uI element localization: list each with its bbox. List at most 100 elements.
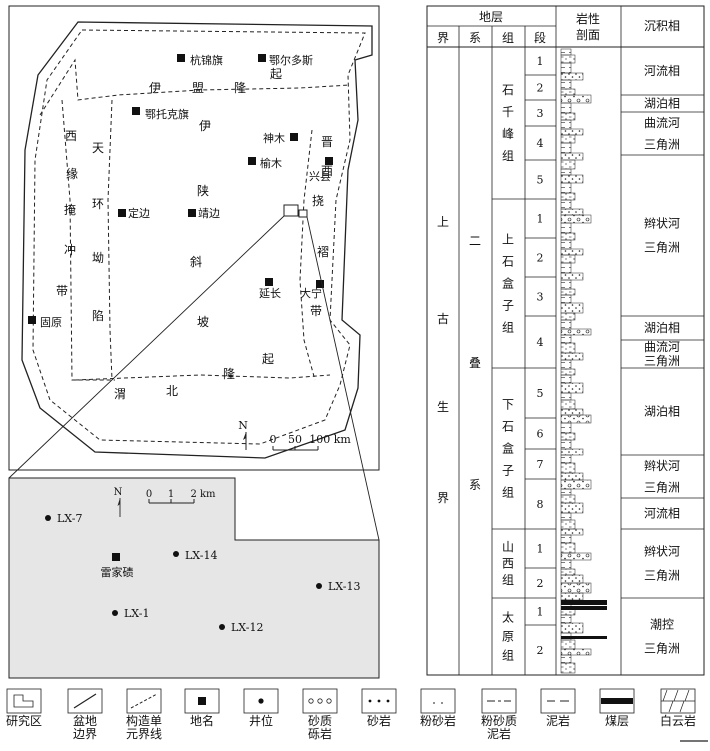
lithology-bed bbox=[560, 654, 572, 664]
facies-label: 曲流河 bbox=[644, 116, 680, 130]
western-thrust-belt-label-char: 缘 bbox=[66, 167, 78, 181]
lithology-bed bbox=[560, 312, 576, 321]
formation-char: 组 bbox=[502, 573, 514, 587]
coal-seam-icon bbox=[599, 688, 635, 714]
lithology-bed bbox=[560, 528, 584, 536]
well-dot-icon bbox=[243, 688, 279, 714]
lithology-bed bbox=[560, 399, 576, 410]
facies-label: 三角洲 bbox=[644, 480, 680, 494]
formation-char: 组 bbox=[502, 321, 514, 335]
facies-label: 湖泊相 bbox=[644, 320, 680, 335]
member-label: 1 bbox=[537, 55, 544, 68]
lithology-bed bbox=[560, 454, 572, 464]
lithology-bed bbox=[560, 479, 592, 490]
lithology-bed bbox=[560, 142, 572, 154]
lithology-bed bbox=[560, 374, 572, 384]
lithology-bed bbox=[560, 622, 584, 634]
member-label: 5 bbox=[537, 174, 544, 187]
jie-char: 生 bbox=[437, 400, 449, 414]
mudstone-icon bbox=[540, 688, 576, 714]
place-name-square-icon bbox=[184, 688, 220, 714]
member-label: 1 bbox=[537, 213, 544, 226]
lithology-bed bbox=[560, 382, 584, 394]
legend-label: 地名 bbox=[190, 713, 214, 728]
well-dot bbox=[45, 515, 51, 521]
tianhuan-depression-label-char: 环 bbox=[92, 197, 104, 211]
well-dot bbox=[316, 583, 322, 589]
well-label: LX-12 bbox=[231, 621, 263, 634]
formation-char: 下 bbox=[502, 398, 514, 412]
member-label: 2 bbox=[537, 577, 544, 590]
coal-bed bbox=[561, 606, 607, 610]
jie-char: 古 bbox=[437, 311, 449, 326]
member-label: 4 bbox=[537, 137, 544, 150]
header-zu: 组 bbox=[502, 31, 514, 45]
jinxi-flexure-belt-label-char: 挠 bbox=[312, 194, 324, 208]
legend-label: 白云岩 bbox=[660, 713, 696, 728]
western-thrust-belt-label-char: 西 bbox=[65, 129, 77, 143]
basin-boundary bbox=[21, 21, 373, 459]
study-area-box-small bbox=[298, 209, 308, 218]
place-marker bbox=[290, 133, 298, 141]
place-marker bbox=[132, 107, 140, 115]
place-label: 固原 bbox=[40, 316, 62, 329]
basin-boundary-icon bbox=[67, 688, 103, 714]
yishan-slope-label-char: 陕 bbox=[197, 183, 209, 198]
lithology-bed bbox=[560, 342, 576, 354]
structural-boundary-jinxi bbox=[299, 129, 316, 381]
tianhuan-depression-label-char: 坳 bbox=[92, 251, 104, 265]
place-marker bbox=[316, 280, 324, 288]
lithology-bed bbox=[560, 102, 572, 114]
xi-char: 叠 bbox=[469, 356, 481, 370]
member-label: 1 bbox=[537, 606, 544, 619]
facies-label: 潮控 bbox=[650, 617, 674, 632]
yimeng-uplift-label-char: 起 bbox=[270, 67, 282, 81]
facies-label: 湖泊相 bbox=[644, 96, 680, 111]
town-label: 雷家碛 bbox=[101, 565, 134, 579]
basin-inner-boundary bbox=[32, 29, 366, 445]
inset-scale-tick-0: 0 bbox=[146, 489, 152, 500]
xi-char: 二 bbox=[469, 234, 481, 248]
lithology-bed bbox=[560, 462, 576, 474]
facies-label: 湖泊相 bbox=[644, 404, 680, 419]
lithology-bed bbox=[560, 408, 584, 416]
place-marker bbox=[265, 278, 273, 286]
study-area-icon bbox=[6, 688, 42, 714]
lithology-bed bbox=[560, 254, 576, 264]
place-label: 大宁 bbox=[300, 286, 322, 300]
lithology-bed bbox=[560, 494, 576, 504]
legend-label: 砂质 bbox=[308, 714, 332, 728]
header-lithology-line2: 剖面 bbox=[576, 28, 600, 42]
place-label: 定边 bbox=[128, 206, 150, 220]
lithology-bed bbox=[560, 174, 584, 184]
formation-char: 太 bbox=[502, 610, 514, 625]
place-marker bbox=[118, 209, 126, 217]
facies-label: 三角洲 bbox=[644, 241, 680, 255]
place-label: 神木 bbox=[263, 131, 285, 145]
lithology-bed bbox=[560, 159, 576, 170]
place-label: 延长 bbox=[259, 287, 281, 300]
lithology-bed bbox=[560, 574, 584, 584]
place-marker bbox=[188, 209, 196, 217]
tianhuan-depression-label-char: 天 bbox=[92, 141, 104, 155]
zoom-connector-right bbox=[306, 216, 380, 541]
formation-char: 石 bbox=[502, 255, 514, 269]
legend-label: 粉砂质 bbox=[481, 714, 517, 728]
yimeng-uplift-label-char: 隆 bbox=[234, 80, 246, 95]
jinxi-flexure-belt-label-char: 带 bbox=[310, 304, 322, 318]
zoom-connector-left bbox=[8, 215, 285, 479]
lithology-bed bbox=[560, 392, 572, 401]
place-marker bbox=[325, 157, 333, 165]
study-area-box bbox=[283, 204, 299, 217]
place-marker bbox=[28, 316, 36, 324]
lithology-bed bbox=[560, 552, 592, 561]
lithology-bed bbox=[560, 448, 584, 456]
well-label: LX-1 bbox=[124, 607, 149, 620]
lithology-bed bbox=[560, 152, 584, 161]
place-marker bbox=[258, 54, 266, 62]
legend-label: 边界 bbox=[73, 727, 97, 741]
header-jie: 界 bbox=[437, 31, 449, 45]
formation-char: 原 bbox=[502, 630, 514, 644]
lithology-bed bbox=[560, 112, 576, 121]
